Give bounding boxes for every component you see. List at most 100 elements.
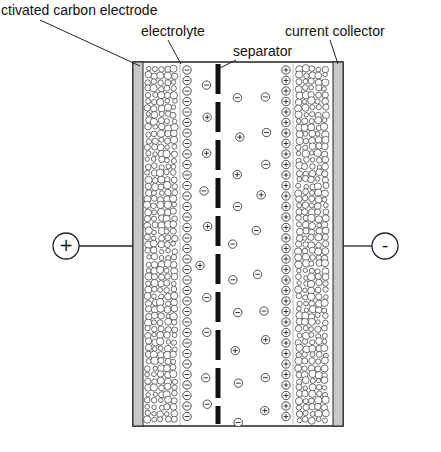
carbon-particle: [296, 344, 303, 351]
carbon-particle: [171, 254, 176, 259]
carbon-particle: [309, 261, 314, 266]
carbon-particle: [164, 119, 169, 124]
carbon-particle: [151, 253, 157, 259]
carbon-particle: [171, 416, 177, 422]
carbon-particle: [301, 318, 308, 325]
carbon-particle: [322, 339, 327, 344]
carbon-particle: [302, 163, 308, 169]
carbon-particle: [172, 333, 177, 338]
carbon-particle: [308, 176, 315, 183]
cation: [282, 150, 290, 158]
carbon-particle: [315, 177, 320, 182]
terminal-wire: [79, 245, 133, 246]
carbon-particle: [308, 214, 316, 222]
carbon-particle: [323, 182, 329, 188]
anion: [200, 187, 208, 195]
carbon-particle: [322, 410, 329, 417]
carbon-particle: [308, 78, 314, 84]
carbon-particle: [152, 347, 157, 352]
carbon-particle: [164, 229, 169, 234]
carbon-particle: [296, 306, 301, 311]
carbon-particle: [302, 390, 308, 396]
carbon-particle: [172, 385, 177, 390]
carbon-particle: [302, 176, 308, 182]
carbon-particle: [151, 312, 158, 319]
carbon-particle: [153, 152, 158, 157]
carbon-particle: [165, 396, 172, 403]
carbon-particle: [297, 418, 302, 423]
carbon-particle: [322, 66, 328, 72]
carbon-particle: [152, 332, 157, 337]
carbon-particle: [152, 230, 157, 235]
anion: [183, 286, 191, 294]
cation: [282, 139, 290, 147]
carbon-particle: [170, 364, 176, 370]
carbon-particle: [165, 274, 171, 280]
carbon-particle: [302, 85, 308, 91]
carbon-particle: [153, 366, 157, 370]
carbon-particle: [158, 92, 165, 99]
carbon-particle: [309, 85, 314, 90]
carbon-particle: [307, 280, 314, 287]
carbon-particle: [145, 344, 152, 351]
carbon-particle: [146, 112, 150, 116]
carbon-particle: [315, 326, 321, 332]
carbon-particle: [145, 306, 151, 312]
carbon-particle: [152, 405, 157, 410]
carbon-particle: [157, 99, 164, 106]
anion: [183, 97, 191, 105]
carbon-particle: [151, 191, 156, 196]
carbon-particle: [165, 235, 171, 241]
carbon-particle: [171, 299, 178, 306]
carbon-particle: [296, 137, 303, 144]
carbon-particle: [144, 215, 150, 221]
carbon-particle: [303, 145, 308, 150]
cation: [282, 202, 290, 210]
carbon-particle: [302, 104, 309, 111]
carbon-particle: [296, 79, 302, 85]
carbon-particle: [315, 307, 321, 313]
current-collector-right: [333, 62, 343, 426]
cation: [282, 360, 290, 368]
anion: [183, 255, 191, 263]
carbon-particle: [157, 377, 164, 384]
carbon-particle: [322, 79, 329, 86]
carbon-particle: [315, 72, 322, 79]
carbon-particle: [144, 144, 150, 150]
cation: [203, 113, 211, 121]
carbon-particle: [295, 286, 302, 293]
carbon-particle: [164, 268, 169, 273]
carbon-particle: [165, 416, 171, 422]
carbon-particle: [322, 234, 328, 240]
carbon-particle: [308, 318, 315, 325]
carbon-particle: [295, 365, 302, 372]
carbon-particle: [309, 130, 316, 137]
carbon-particle: [171, 281, 176, 286]
cation: [282, 391, 290, 399]
carbon-particle: [170, 221, 177, 228]
carbon-particle: [295, 261, 302, 268]
carbon-particle: [146, 99, 151, 104]
carbon-particle: [309, 332, 314, 337]
cation: [282, 181, 290, 189]
carbon-particle: [316, 384, 321, 389]
carbon-particle: [295, 99, 302, 106]
anion: [183, 276, 191, 284]
carbon-particle: [296, 405, 301, 410]
carbon-particle: [171, 359, 176, 364]
separator-membrane: [216, 64, 221, 424]
carbon-particle: [302, 416, 308, 422]
cation: [282, 223, 290, 231]
carbon-particle: [323, 281, 328, 286]
carbon-particle: [315, 287, 321, 293]
carbon-particle: [157, 130, 164, 137]
anion: [202, 81, 210, 89]
carbon-particle: [296, 131, 303, 138]
carbon-particle: [317, 223, 322, 228]
carbon-particle: [146, 151, 151, 156]
carbon-particle: [164, 412, 169, 417]
carbon-particle: [165, 145, 169, 149]
cation: [282, 286, 290, 294]
carbon-particle: [309, 190, 314, 195]
carbon-particle: [171, 398, 177, 404]
